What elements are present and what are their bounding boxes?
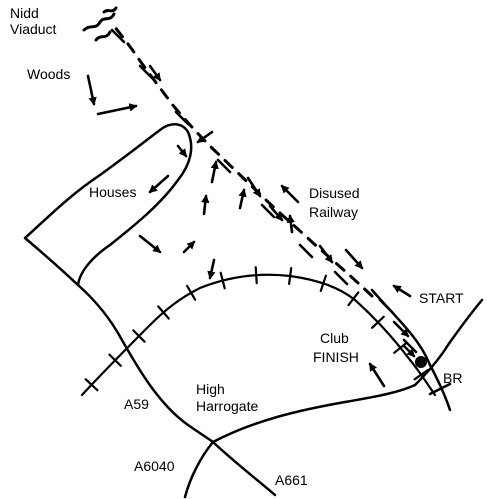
station-ticks <box>378 298 452 396</box>
railway-crosstie <box>219 271 226 290</box>
road-east <box>413 298 484 387</box>
railway-crosstie <box>371 315 385 329</box>
viaduct-squiggle <box>82 6 118 42</box>
label-br: BR <box>443 370 463 386</box>
railway-crosstie <box>157 305 170 320</box>
label-disused-railway: Disused Railway <box>309 185 360 220</box>
railway-line <box>80 273 437 397</box>
railway-crosstie <box>319 274 327 292</box>
label-woods: Woods <box>27 66 71 82</box>
road-a661 <box>211 440 277 497</box>
road-a6040 <box>183 440 215 499</box>
road-a59 <box>76 283 215 444</box>
label-houses: Houses <box>89 184 137 200</box>
label-club: Club <box>320 330 349 346</box>
railway-crosstie <box>84 378 99 392</box>
railway-crosstie <box>393 341 408 354</box>
railway-crosstie <box>254 266 258 285</box>
disused-rail-crossties <box>110 28 349 286</box>
railway-crosstie <box>132 329 146 343</box>
disused-railway-route <box>112 24 374 298</box>
station-line <box>370 288 452 412</box>
railway-crosstie <box>108 353 122 367</box>
label-start: START <box>419 290 464 306</box>
label-high-harrogate: High Harrogate <box>196 381 259 414</box>
railway-crosstie <box>186 284 197 301</box>
station-dot-icon <box>415 356 427 368</box>
railway-crossties <box>84 266 429 392</box>
road-a59-north <box>23 123 193 287</box>
railway-crosstie <box>413 369 429 381</box>
label-a6040: A6040 <box>134 458 175 474</box>
label-finish: FINISH <box>313 349 359 365</box>
railway-crosstie <box>288 267 293 285</box>
label-a59: A59 <box>124 396 149 412</box>
railway-crosstie <box>347 291 360 307</box>
label-a661: A661 <box>275 472 308 488</box>
route-arrows <box>86 64 416 388</box>
label-nidd-viaduct: Nidd Viaduct <box>10 5 57 37</box>
road-harrogate-loop <box>211 383 417 444</box>
